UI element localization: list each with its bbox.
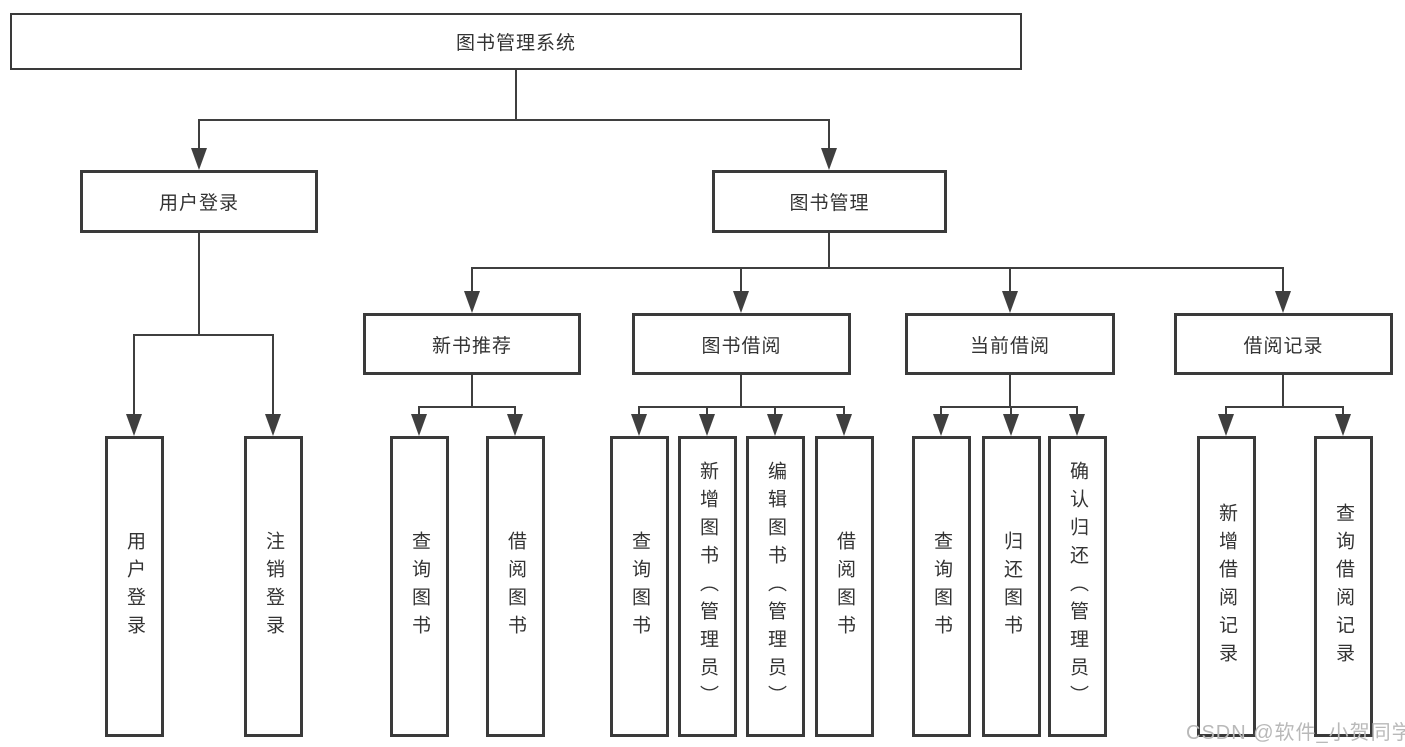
node-current-borrowing: 当前借阅 xyxy=(905,313,1115,375)
leaf-return-books: 归还图书 xyxy=(982,436,1041,737)
leaf-borrow-books-recommend: 借阅图书 xyxy=(486,436,545,737)
node-book-management: 图书管理 xyxy=(712,170,947,233)
connector-current-to-leaves xyxy=(933,375,1085,436)
leaf-query-borrow-record: 查询借阅记录 xyxy=(1314,436,1373,737)
leaf-confirm-return-admin: 确认归还（管理员） xyxy=(1048,436,1107,737)
node-user-login: 用户登录 xyxy=(80,170,318,233)
connector-user-login-to-leaves xyxy=(126,233,281,436)
watermark: CSDN @软件_小贺同学 xyxy=(1186,722,1405,744)
leaf-query-books-current: 查询图书 xyxy=(912,436,971,737)
connector-root-to-level2 xyxy=(191,70,837,170)
leaf-edit-books-admin: 编辑图书（管理员） xyxy=(746,436,805,737)
leaf-query-books-borrowing: 查询图书 xyxy=(610,436,669,737)
connector-borrowing-to-leaves xyxy=(631,375,852,436)
leaf-user-login: 用户登录 xyxy=(105,436,164,737)
node-new-book-recommend: 新书推荐 xyxy=(363,313,581,375)
node-borrowing-records: 借阅记录 xyxy=(1174,313,1393,375)
node-book-borrowing: 图书借阅 xyxy=(632,313,851,375)
leaf-query-books-recommend: 查询图书 xyxy=(390,436,449,737)
leaf-add-books-admin: 新增图书（管理员） xyxy=(678,436,737,737)
connector-records-to-leaves xyxy=(1218,375,1351,436)
connector-new-books-to-leaves xyxy=(411,375,523,436)
connector-book-mgmt-to-level3 xyxy=(464,233,1291,313)
leaf-borrow-books: 借阅图书 xyxy=(815,436,874,737)
node-library-management-system: 图书管理系统 xyxy=(10,13,1022,70)
leaf-logout: 注销登录 xyxy=(244,436,303,737)
leaf-add-borrow-record: 新增借阅记录 xyxy=(1197,436,1256,737)
